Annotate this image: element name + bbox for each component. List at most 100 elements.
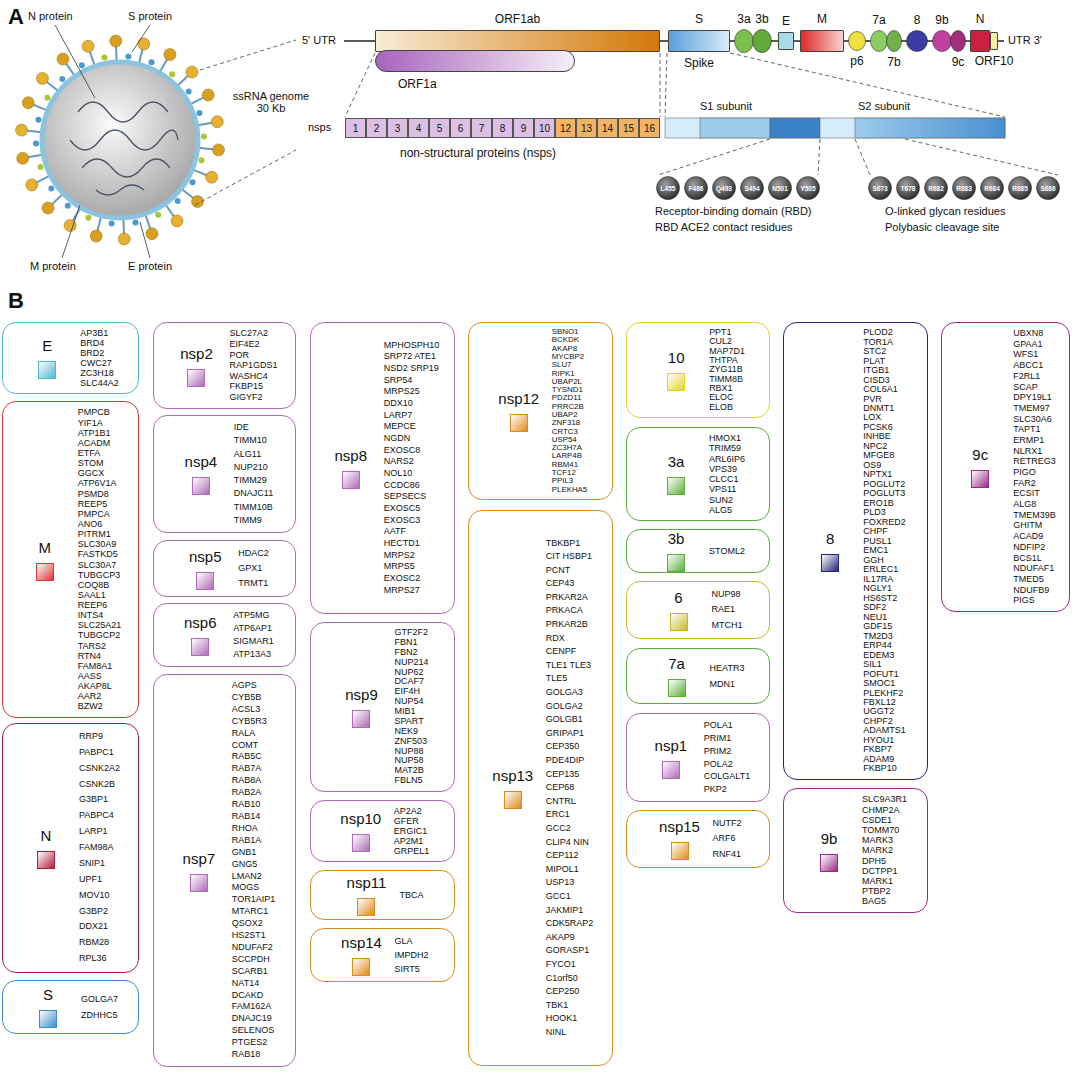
protein-swatch bbox=[820, 854, 838, 872]
protein-name: 3b bbox=[668, 530, 685, 547]
protein-tag: nsp9 bbox=[336, 686, 386, 728]
gene-list: SLC27A2 EIF4E2 POR RAP1GDS1 WASHC4 FKBP1… bbox=[221, 328, 277, 402]
protein-name: 3a bbox=[668, 453, 685, 470]
nsp-number: 12 bbox=[560, 123, 571, 134]
s-protein bbox=[42, 202, 54, 214]
protein-swatch bbox=[187, 369, 205, 387]
m-protein bbox=[79, 62, 85, 68]
gene-label: 3b bbox=[755, 12, 768, 26]
s-protein bbox=[138, 38, 150, 50]
nsp-box: 2 bbox=[366, 118, 387, 138]
protein-tag: N bbox=[21, 827, 71, 869]
nsp-number: 7 bbox=[479, 123, 485, 134]
e-protein bbox=[199, 157, 205, 163]
protein-name: nsp15 bbox=[659, 818, 700, 835]
residue-label: F486 bbox=[689, 185, 704, 192]
gene-segment: 3a bbox=[734, 29, 754, 53]
annotation-label: Receptor-binding domain (RBD) bbox=[655, 205, 812, 217]
gene-list: AP3B1 BRD4 BRD2 CWC27 ZC3H18 SLC44A2 bbox=[72, 328, 119, 388]
interactor-box: nsp10AP2A2 GFER ERGIC1 AP2M1 GRPEL1 bbox=[310, 800, 455, 862]
s-protein bbox=[17, 152, 29, 164]
protein-tag: 7a bbox=[652, 655, 702, 697]
protein-swatch bbox=[504, 791, 522, 809]
protein-name: E bbox=[42, 337, 52, 354]
m-protein bbox=[190, 179, 196, 185]
spike-bar bbox=[665, 118, 1005, 138]
protein-tag: nsp7 bbox=[174, 850, 224, 892]
gene-segment: 7b bbox=[886, 30, 902, 52]
gene-shape bbox=[906, 30, 928, 52]
residue-label: R682 bbox=[928, 185, 944, 192]
interactor-box: SGOLGA7 ZDHHC5 bbox=[2, 980, 139, 1034]
residue-disc bbox=[741, 177, 764, 200]
interactor-box: 3bSTOML2 bbox=[626, 529, 770, 573]
protein-swatch bbox=[668, 679, 686, 697]
gene-label: ORF1ab bbox=[495, 12, 540, 26]
protein-name: 9b bbox=[821, 830, 838, 847]
residue-label: S686 bbox=[1040, 185, 1055, 192]
protein-tag: nsp10 bbox=[336, 810, 386, 852]
residue-disc bbox=[869, 177, 892, 200]
s-protein bbox=[26, 179, 38, 191]
e-protein bbox=[201, 133, 207, 139]
m-protein bbox=[48, 185, 54, 191]
s-protein bbox=[211, 116, 223, 128]
protein-swatch bbox=[667, 477, 685, 495]
protein-name: nsp5 bbox=[189, 548, 222, 565]
gene-segment: M bbox=[800, 30, 844, 52]
m-protein bbox=[133, 220, 139, 226]
protein-name: nsp11 bbox=[347, 874, 387, 891]
protein-swatch bbox=[39, 1010, 57, 1028]
gene-list: GOLGA7 ZDHHC5 bbox=[73, 991, 118, 1024]
protein-swatch bbox=[971, 470, 989, 488]
protein-tag: 3b bbox=[651, 530, 701, 572]
nsp-number: 3 bbox=[395, 123, 401, 134]
s-protein bbox=[110, 35, 122, 47]
nsp-box: 14 bbox=[597, 118, 618, 138]
s-protein bbox=[171, 215, 183, 227]
envelope bbox=[42, 62, 198, 218]
residue-label: T678 bbox=[901, 185, 916, 192]
annotation-label: Polybasic cleavage site bbox=[885, 221, 999, 233]
protein-name: nsp9 bbox=[345, 686, 378, 703]
interactor-box: nsp8MPHOSPH10 SRP72 ATE1 NSD2 SRP19 SRP5… bbox=[310, 322, 455, 614]
gene-list: NUTF2 ARF6 RNF41 bbox=[705, 816, 742, 862]
spike-stem bbox=[192, 169, 208, 175]
spike-stem bbox=[197, 122, 214, 125]
gene-shape bbox=[848, 31, 866, 51]
m-protein bbox=[149, 59, 155, 65]
nsp-number: 10 bbox=[539, 123, 550, 134]
residue-disc bbox=[981, 177, 1004, 200]
interactor-box: 9cUBXN8 GPAA1 WFS1 ABCC1 F2RL1 SCAP DPY1… bbox=[941, 322, 1070, 612]
residue-label: Q493 bbox=[716, 185, 732, 192]
annotation-label: O-linked glycan residues bbox=[885, 205, 1005, 217]
interactor-box: nsp6ATP5MG ATP6AP1 SIGMAR1 ATP13A3 bbox=[153, 603, 296, 667]
spike-stem bbox=[97, 216, 101, 233]
gene-label: S bbox=[695, 12, 703, 26]
protein-name: N bbox=[41, 827, 52, 844]
interactor-box: nsp15 NUTF2 ARF6 RNF41 bbox=[626, 810, 770, 868]
gene-segment: 8 bbox=[906, 30, 928, 52]
protein-name: 9c bbox=[972, 446, 988, 463]
gene-label: 7a bbox=[872, 13, 885, 27]
annotation-label: 5' UTR bbox=[302, 34, 336, 46]
e-protein bbox=[169, 71, 175, 77]
protein-name: nsp12 bbox=[498, 390, 539, 407]
protein-tag: nsp2 bbox=[171, 345, 221, 387]
nsp-number: 6 bbox=[458, 123, 464, 134]
gene-list: ATP5MG ATP6AP1 SIGMAR1 ATP13A3 bbox=[225, 609, 274, 661]
spike-stem bbox=[189, 97, 204, 105]
s-protein bbox=[57, 53, 69, 65]
protein-swatch bbox=[36, 563, 54, 581]
annotation-label: S protein bbox=[128, 10, 172, 22]
protein-tag: E bbox=[22, 337, 72, 379]
protein-swatch bbox=[671, 842, 689, 860]
gene-list: HEATR3 MDN1 bbox=[702, 660, 745, 693]
s-protein bbox=[146, 228, 158, 240]
protein-tag: M bbox=[20, 539, 70, 581]
annotation-label: N protein bbox=[28, 10, 73, 22]
nsp-box: 3 bbox=[387, 118, 408, 138]
gene-shape bbox=[932, 30, 952, 52]
protein-tag: nsp4 bbox=[176, 453, 226, 495]
protein-tag: nsp15 bbox=[655, 818, 705, 860]
